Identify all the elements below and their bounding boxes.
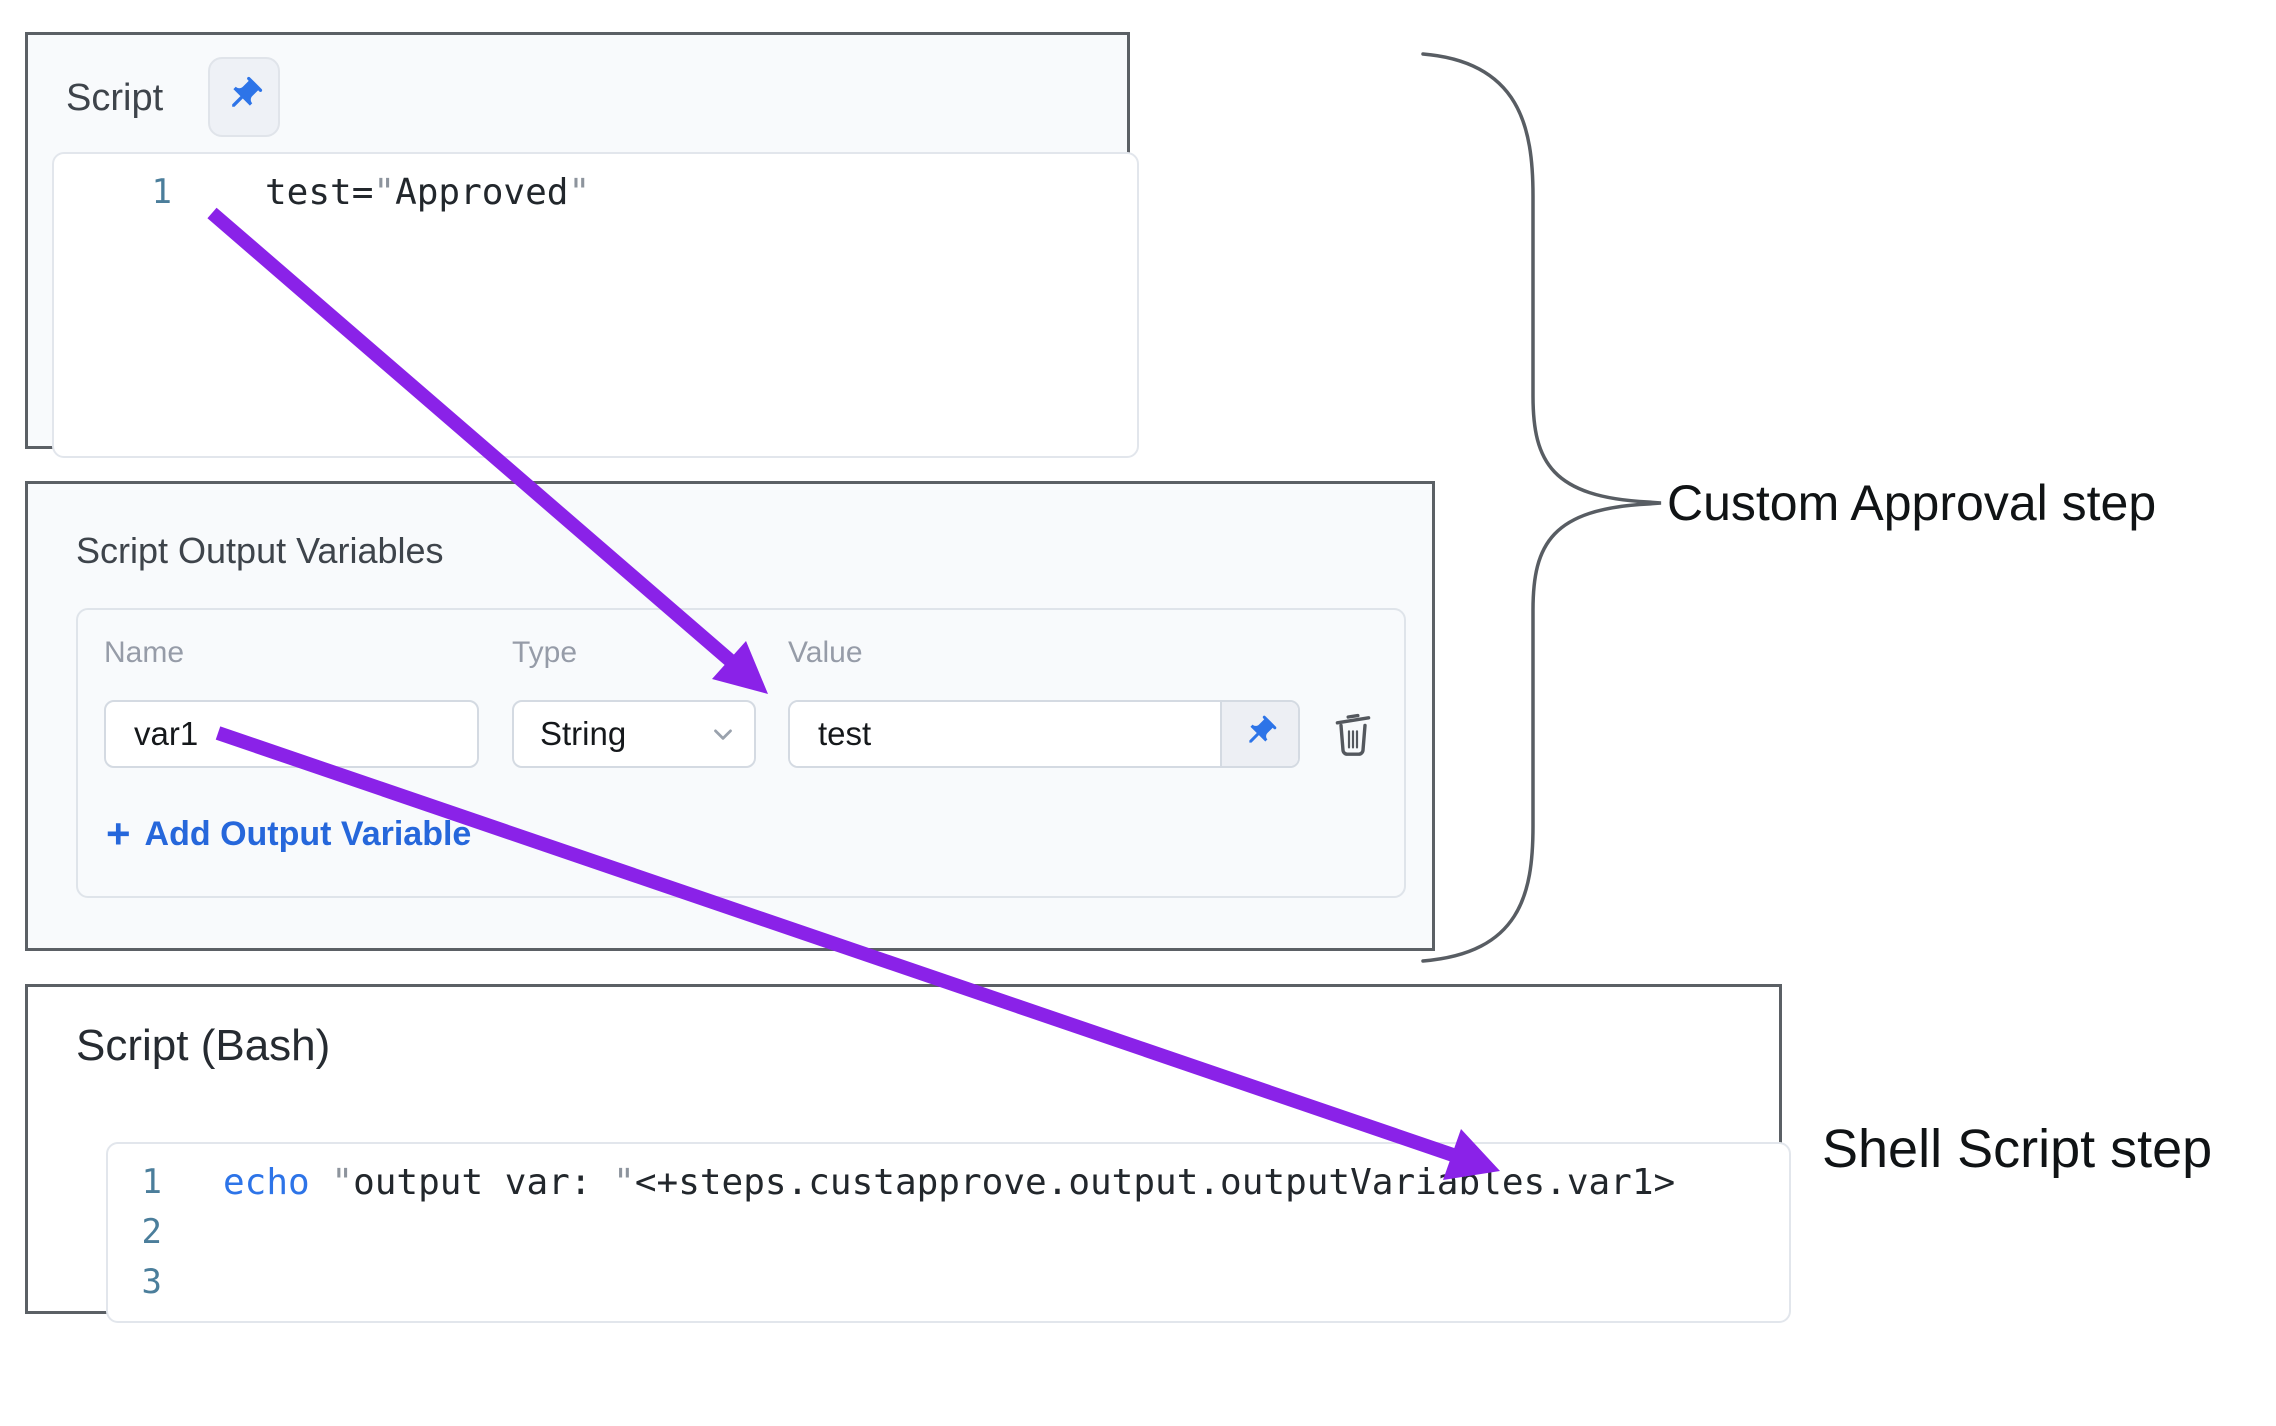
code-line: 1 echo "output var: "<+steps.custapprove… [108,1162,1789,1212]
plus-icon: + [106,810,131,857]
chevron-down-icon [708,719,738,749]
pushpin-icon [224,75,264,120]
bash-panel-title: Script (Bash) [76,1021,331,1070]
bash-code-editor[interactable]: 1 echo "output var: "<+steps.custapprove… [106,1142,1791,1323]
value-pin-button[interactable] [1220,702,1298,766]
output-variables-panel: Script Output Variables Name Type Value … [25,481,1435,951]
pin-button[interactable] [208,57,280,137]
code-line: 3 [108,1262,1789,1312]
line-number: 2 [141,1212,162,1252]
output-variables-title: Script Output Variables [76,530,444,571]
line-number: 1 [141,1162,162,1202]
column-header-name: Name [104,636,185,669]
trash-icon [1329,707,1377,762]
script-panel: Script 1 test="Approved" [25,32,1139,458]
custom-approval-step-label: Custom Approval step [1667,475,2157,531]
code-line: 2 [108,1212,1789,1262]
add-output-variable-button[interactable]: + Add Output Variable [106,810,472,857]
code-text: test="Approved" [265,172,591,213]
code-line: 1 test="Approved" [54,172,1137,222]
variable-value-input[interactable] [790,702,1220,766]
line-number: 1 [151,172,172,212]
delete-variable-button[interactable] [1328,706,1378,762]
code-text: echo "output var: "<+steps.custapprove.o… [223,1162,1676,1203]
bash-script-panel: Script (Bash) 1 echo "output var: "<+ste… [25,984,1791,1323]
column-header-type: Type [512,636,578,669]
script-code-editor[interactable]: 1 test="Approved" [52,152,1139,458]
script-panel-title: Script [66,77,164,119]
column-header-value: Value [788,636,863,669]
line-number: 3 [141,1262,162,1302]
pushpin-icon [1242,714,1278,755]
add-output-variable-label: Add Output Variable [144,814,472,853]
variable-type-selected: String [540,715,627,752]
curly-brace [1421,52,1662,963]
shell-script-step-label: Shell Script step [1822,1119,2213,1179]
variable-type-select[interactable]: String [512,700,756,768]
output-variables-card: Name Type Value String [76,608,1406,898]
variable-value-field [788,700,1300,768]
variable-name-input[interactable] [104,700,479,768]
